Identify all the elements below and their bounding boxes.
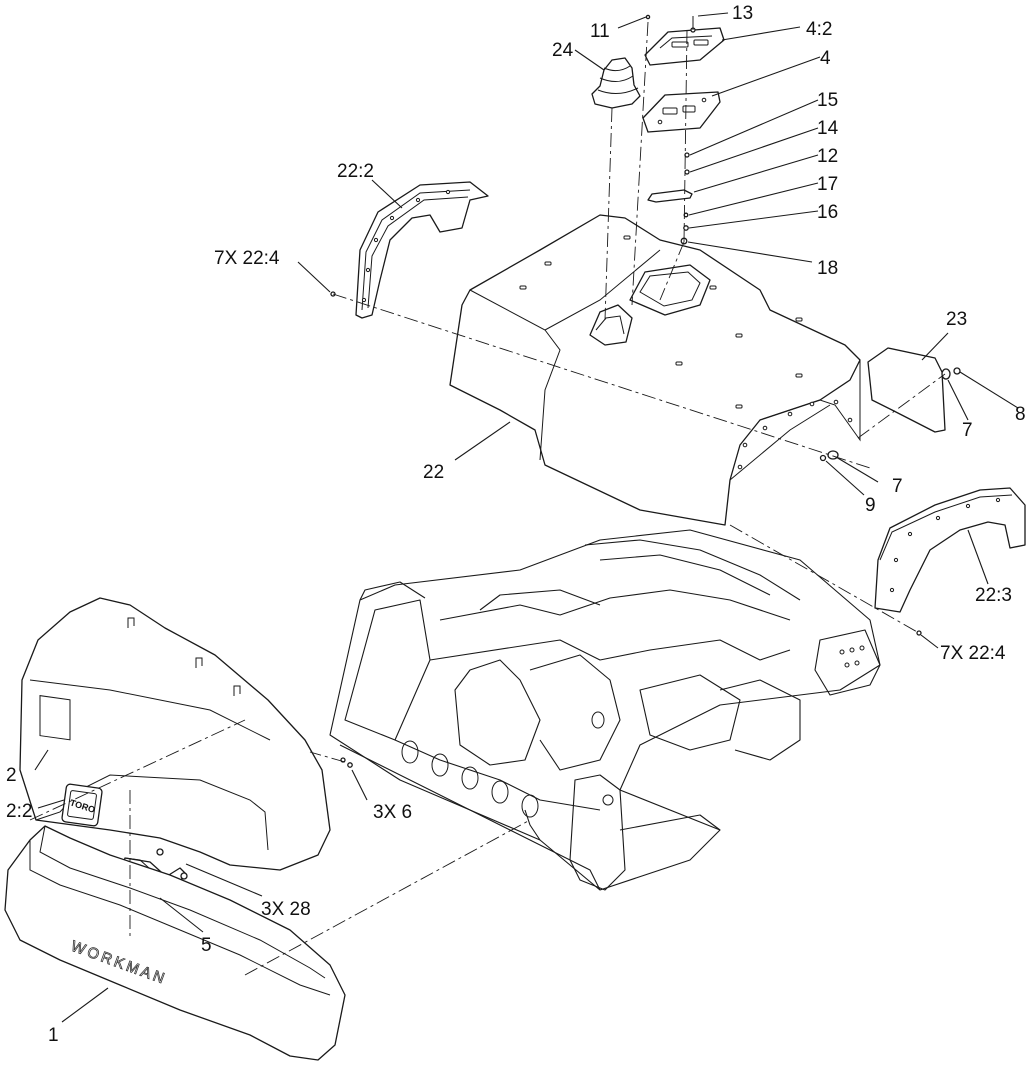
callout-24: 24 (552, 40, 574, 61)
callout-4-2: 4:2 (806, 19, 832, 40)
callout-7-upper: 7 (962, 420, 973, 441)
callout-12: 12 (817, 146, 838, 167)
callout-7x-22-4-left: 7X 22:4 (214, 248, 280, 269)
front-hood (19, 597, 331, 871)
callout-3x-28: 3X 28 (261, 899, 311, 920)
shift-plate-assembly (642, 14, 725, 133)
leader-lines (34, 12, 1019, 1023)
hood-body (449, 214, 861, 526)
callout-1: 1 (48, 1025, 59, 1046)
callout-7x-22-4-right: 7X 22:4 (940, 643, 1006, 664)
callout-22: 22 (423, 462, 444, 483)
callout-11: 11 (590, 21, 610, 42)
callout-7-lower: 7 (892, 476, 903, 497)
callout-9: 9 (865, 495, 876, 516)
callout-17: 17 (817, 174, 838, 195)
callout-23: 23 (946, 309, 967, 330)
callout-3x-6: 3X 6 (373, 802, 412, 823)
left-fender-flare (355, 181, 489, 319)
callout-22-3: 22:3 (975, 585, 1012, 606)
right-fender-flare (874, 487, 1026, 613)
shift-boot (591, 57, 641, 109)
chassis-frame (329, 529, 881, 891)
callout-22-2: 22:2 (337, 161, 374, 182)
callout-5: 5 (201, 935, 212, 956)
callout-18: 18 (817, 258, 838, 279)
callout-8: 8 (1015, 404, 1026, 425)
toro-badge: TORO (61, 783, 103, 827)
callout-2: 2 (6, 765, 17, 786)
assembly-center-lines (29, 21, 946, 976)
callout-16: 16 (817, 202, 838, 223)
rear-panel (819, 347, 961, 462)
callouts: 11 13 4:2 24 4 15 14 12 17 16 18 22:2 7X… (6, 3, 1026, 1046)
callout-2-2: 2:2 (6, 801, 32, 822)
callout-4: 4 (820, 48, 831, 69)
callout-15: 15 (817, 90, 838, 111)
callout-14: 14 (817, 118, 839, 139)
callout-13: 13 (732, 3, 753, 24)
